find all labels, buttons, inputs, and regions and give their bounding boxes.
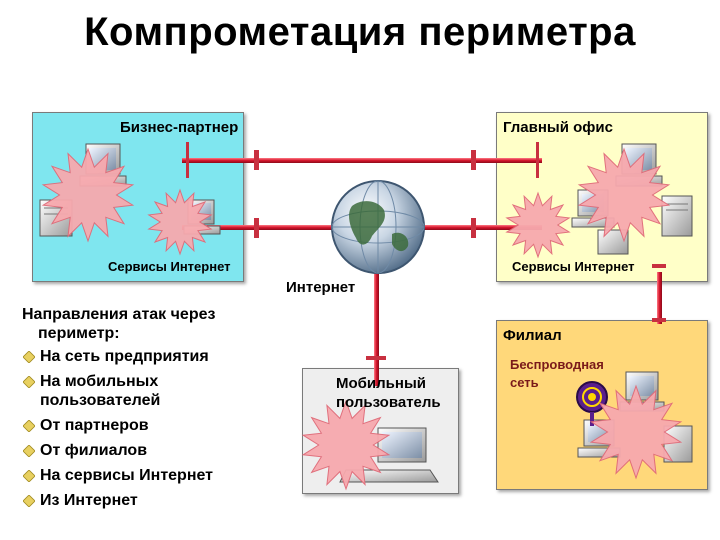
list-item-text: От филиалов — [40, 442, 148, 459]
wireless-access-point-icon — [576, 381, 608, 426]
branch-label: Филиал — [503, 327, 562, 344]
firewall-icon — [471, 218, 476, 238]
link-internet-mobile — [374, 228, 379, 386]
attack-directions-heading-line1: Направления атак через — [22, 306, 216, 323]
list-item-text: От партнеров — [40, 417, 149, 434]
firewall-icon — [254, 150, 259, 170]
wireless-network-label-line1: Беспроводная — [510, 357, 604, 372]
attack-directions-list: Направления атак через периметр: На сеть… — [18, 305, 288, 516]
firewall-icon — [366, 356, 386, 360]
attack-burst-icon — [577, 147, 671, 243]
firewall-icon — [254, 218, 259, 238]
list-item: На сеть предприятия — [18, 347, 288, 366]
attack-burst-icon — [147, 188, 213, 256]
main-office-services-label: Сервисы Интернет — [512, 259, 635, 274]
attack-directions-heading: Направления атак через периметр: — [18, 305, 288, 343]
diamond-bullet-icon — [18, 441, 40, 457]
list-item: Из Интернет — [18, 491, 288, 510]
firewall-icon — [536, 142, 539, 178]
diamond-bullet-icon — [18, 347, 40, 363]
list-item: На сервисы Интернет — [18, 466, 288, 485]
mobile-user-label: Мобильный пользователь — [336, 374, 441, 412]
attack-burst-icon — [589, 384, 683, 480]
attack-bursts — [41, 147, 683, 491]
mobile-user-label-line1: Мобильный — [336, 375, 426, 392]
diamond-bullet-icon — [18, 416, 40, 432]
internet-label: Интернет — [286, 279, 356, 296]
wireless-network-label-line2: сеть — [510, 375, 539, 390]
list-item-text: На сеть предприятия — [40, 348, 209, 365]
firewall-icon — [471, 150, 476, 170]
mobile-user-label-line2: пользователь — [336, 394, 441, 411]
firewall-icon — [186, 142, 189, 178]
link-partner-main-office — [182, 158, 542, 163]
globe-icon — [331, 180, 425, 274]
firewall-icon — [652, 264, 666, 268]
diamond-bullet-icon — [18, 491, 40, 507]
server-icon — [661, 195, 693, 237]
link-main-office-branch — [657, 272, 662, 324]
attack-burst-icon — [505, 191, 571, 259]
main-office-label: Главный офис — [503, 119, 613, 136]
list-item-text: На сервисы Интернет — [40, 467, 214, 484]
attack-burst-icon — [41, 147, 135, 243]
diamond-bullet-icon — [18, 466, 40, 482]
list-item-text: Из Интернет — [40, 492, 138, 509]
laptop-icon — [339, 427, 439, 483]
list-item: От партнеров — [18, 416, 288, 435]
wireless-network-label: Беспроводная сеть — [510, 356, 604, 392]
attack-directions-heading-line2: периметр: — [38, 325, 120, 342]
partner-services-label: Сервисы Интернет — [108, 259, 231, 274]
partner-label: Бизнес-партнер — [120, 119, 239, 136]
list-item: От филиалов — [18, 441, 288, 460]
attack-burst-icon — [301, 399, 391, 491]
page-title: Компрометация периметра — [84, 10, 636, 54]
firewall-icon — [652, 318, 666, 322]
diamond-bullet-icon — [18, 372, 40, 388]
